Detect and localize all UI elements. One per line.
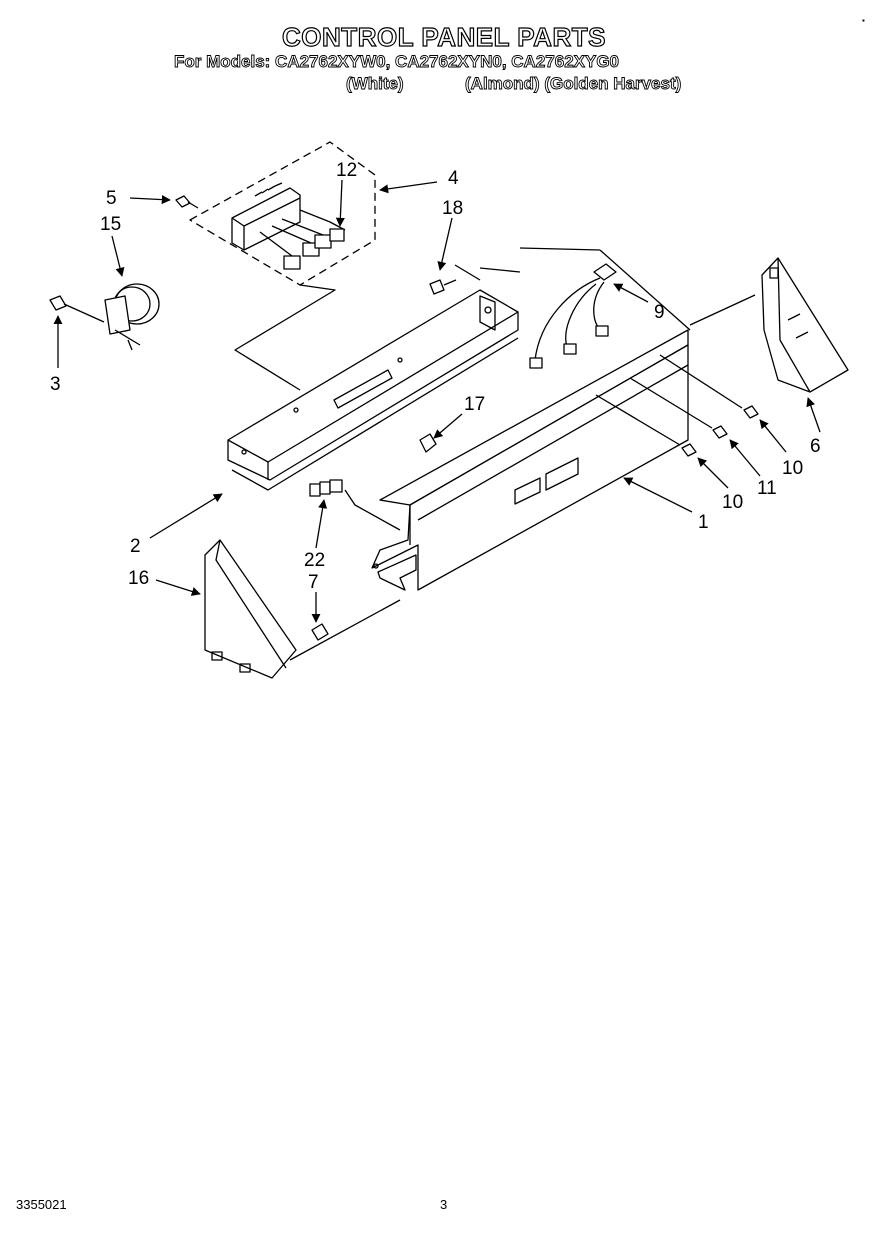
arrow-12 [335, 179, 345, 227]
part-10-screw-lower [681, 443, 697, 457]
arrow-5 [129, 195, 171, 205]
part-4-switch-assembly [189, 141, 376, 286]
part-11-screw [712, 425, 728, 439]
document-number: 3355021 [16, 1197, 67, 1212]
part-6-end-cap-right [689, 257, 849, 393]
arrow-10-lower [697, 457, 729, 489]
part-15-timer [104, 283, 160, 351]
callout-11: 11 [757, 478, 777, 499]
page-number: 3 [440, 1197, 448, 1212]
callout-2: 2 [130, 536, 141, 557]
callout-3: 3 [50, 374, 61, 395]
arrow-2 [149, 493, 223, 539]
corner-mark: ▪ [862, 16, 865, 25]
part-9-wire-harness [529, 263, 617, 369]
part-7-screw [311, 623, 329, 641]
arrow-11 [729, 439, 761, 477]
callout-10-upper: 10 [782, 458, 803, 479]
callout-10-lower: 10 [722, 492, 743, 513]
part-5-screw [175, 195, 199, 209]
arrow-1 [623, 477, 693, 513]
arrow-10-upper [759, 419, 787, 453]
arrow-17 [433, 413, 463, 439]
color-white-label: (White) [346, 74, 404, 94]
callout-9: 9 [654, 302, 665, 323]
callout-4: 4 [448, 168, 459, 189]
part-1-control-panel [371, 247, 691, 591]
arrow-22 [315, 499, 328, 549]
arrow-15 [111, 235, 125, 277]
part-18-screw [429, 279, 457, 295]
part-17-clip [419, 433, 437, 453]
callout-17: 17 [464, 394, 485, 415]
arrow-18 [437, 217, 453, 271]
callout-22: 22 [304, 550, 325, 571]
part-3-screw [49, 295, 105, 323]
part-10-screw-upper [743, 405, 759, 419]
callout-12: 12 [336, 160, 357, 181]
arrow-4 [379, 181, 438, 194]
page-title: CONTROL PANEL PARTS [281, 21, 606, 52]
arrow-6 [806, 397, 821, 433]
callout-6: 6 [810, 436, 821, 457]
arrow-9 [613, 283, 649, 303]
part-2-bracket [227, 264, 521, 491]
models-line: For Models: CA2762XYW0, CA2762XYN0, CA27… [174, 52, 620, 72]
callout-7: 7 [308, 572, 319, 593]
part-22-connector [309, 479, 401, 531]
part-16-end-cap-left [204, 539, 401, 679]
arrow-16 [155, 579, 201, 596]
callout-1: 1 [698, 512, 709, 533]
callout-5: 5 [106, 188, 117, 209]
callout-18: 18 [442, 198, 463, 219]
callout-16: 16 [128, 568, 149, 589]
color-almond-golden-label: (Almond) (Golden Harvest) [465, 74, 682, 94]
callout-15: 15 [100, 214, 121, 235]
